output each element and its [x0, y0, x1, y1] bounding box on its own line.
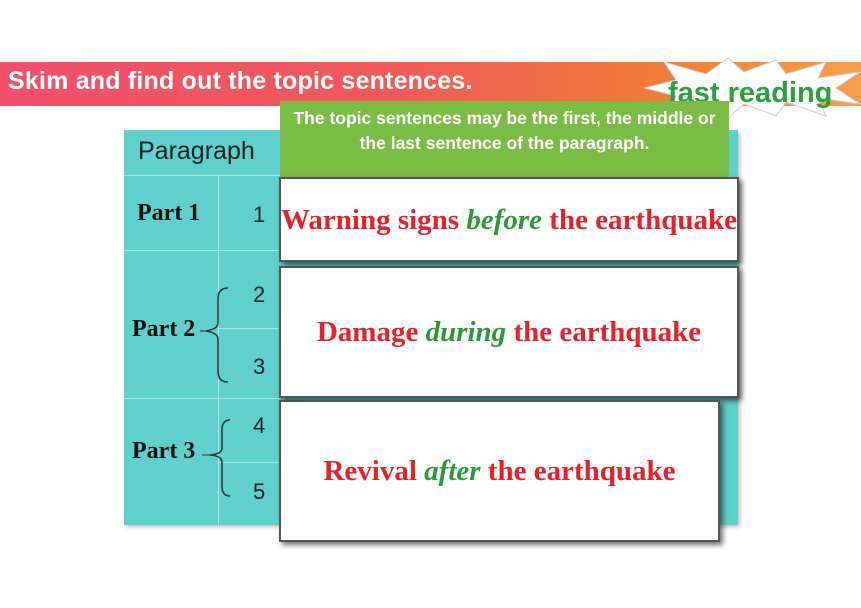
paragraph-number: 3 [253, 354, 266, 379]
card-emphasis: during [425, 316, 507, 348]
card-text: the earthquake [480, 455, 676, 487]
paragraph-number: 4 [253, 413, 266, 438]
column-header-paragraph: Paragraph [138, 137, 255, 165]
table-divider [124, 398, 280, 399]
paragraph-number: 2 [253, 282, 266, 307]
topic-card-part-1[interactable]: Warning signs before the earthquake [279, 177, 739, 262]
part-3-label: Part 3 [132, 438, 196, 464]
paragraph-number: 5 [253, 479, 266, 504]
part-3-brace [202, 419, 231, 497]
part-2-brace [200, 287, 229, 383]
topic-card-part-2[interactable]: Damage during the earthquake [279, 266, 739, 398]
part-2-label: Part 2 [132, 316, 196, 342]
table-divider [218, 462, 280, 463]
card-text: the earthquake [506, 316, 702, 348]
topic-card-part-3[interactable]: Revival after the earthquake [279, 400, 720, 542]
table-divider [124, 250, 280, 251]
card-text: Revival [323, 455, 425, 487]
card-text: the earthquake [542, 203, 737, 236]
hint-box: The topic sentences may be the first, th… [280, 101, 729, 177]
table-divider [124, 175, 280, 176]
paragraph-number: 1 [253, 202, 266, 227]
table-divider [218, 328, 280, 329]
slide-title: Skim and find out the topic sentences. [8, 67, 473, 95]
part-1-label: Part 1 [137, 200, 201, 226]
card-emphasis: after [424, 455, 481, 487]
card-emphasis: before [466, 203, 543, 236]
card-text: Warning signs [281, 203, 467, 236]
card-text: Damage [316, 316, 426, 348]
